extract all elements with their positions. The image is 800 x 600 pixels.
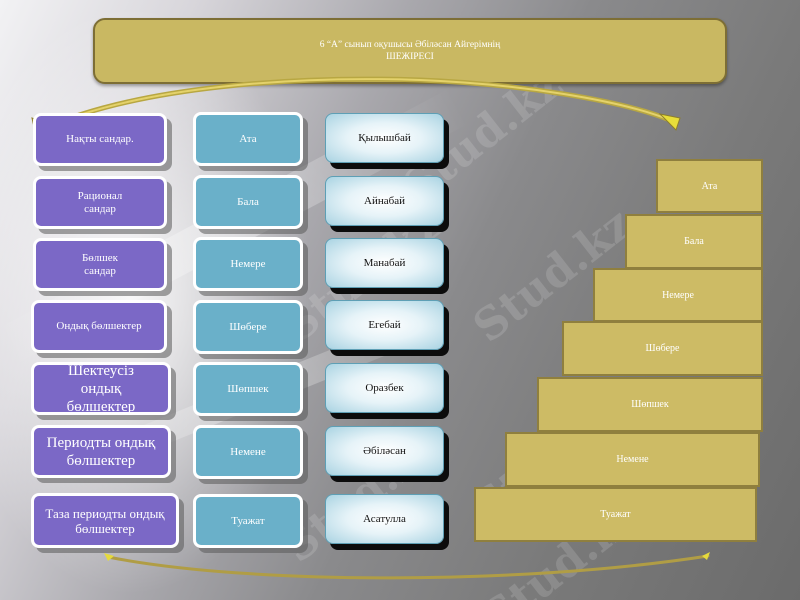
staircase-step: Немере — [593, 268, 763, 322]
staircase-label: Ата — [701, 180, 718, 192]
number-type-box: Периодты ондық бөлшектер — [31, 425, 171, 478]
number-type-box: Рационал сандар — [33, 176, 167, 229]
title-banner: 6 “А” сынып оқушысы Әбіләсан Айгерімнің … — [93, 18, 727, 84]
right-arrowhead-icon — [658, 113, 681, 131]
ancestor-name-box: Қылышбай — [325, 113, 444, 163]
generation-label: Туажат — [231, 515, 265, 527]
number-type-box: Ондық бөлшектер — [31, 300, 167, 353]
generation-label: Бала — [237, 196, 259, 208]
number-type-label: Ондық бөлшектер — [56, 320, 142, 332]
staircase-label: Немере — [662, 289, 694, 301]
staircase-label: Немене — [616, 454, 649, 465]
generation-box: Немере — [193, 237, 303, 291]
staircase-step: Бала — [625, 214, 763, 269]
ancestor-name-box: Айнабай — [325, 176, 444, 226]
ancestor-name: Айнабай — [364, 195, 405, 207]
generation-label: Ата — [239, 133, 257, 145]
generation-label: Шөбере — [229, 321, 267, 333]
ancestor-name: Егебай — [368, 319, 401, 331]
generation-box: Туажат — [193, 494, 303, 548]
ancestor-name-box: Манабай — [325, 238, 444, 288]
staircase-label: Бала — [684, 236, 704, 247]
ancestor-name: Оразбек — [365, 382, 404, 394]
staircase-label: Шөбере — [645, 343, 680, 354]
number-type-box: Таза периодты ондық бөлшектер — [31, 493, 179, 548]
generation-box: Ата — [193, 112, 303, 166]
generation-label: Немере — [230, 258, 266, 270]
number-type-label: Таза периодты ондық бөлшектер — [45, 505, 165, 536]
generation-box: Шөбере — [193, 300, 303, 354]
ancestor-name-box: Оразбек — [325, 363, 444, 413]
staircase-step: Шөбере — [562, 321, 763, 376]
ancestor-name: Әбіләсан — [363, 445, 406, 457]
number-type-label: Шектеусіз ондық бөлшектер — [66, 362, 136, 415]
staircase-step: Туажат — [474, 487, 757, 542]
generation-label: Немене — [230, 446, 266, 458]
generation-box: Шөпшек — [193, 362, 303, 416]
number-type-box: Бөлшек сандар — [33, 238, 167, 291]
number-type-label: Нақты сандар. — [66, 133, 134, 145]
ancestor-name: Қылышбай — [358, 132, 411, 144]
generation-label: Шөпшек — [227, 383, 269, 395]
ancestor-name-box: Әбіләсан — [325, 426, 444, 476]
staircase-label: Туажат — [600, 509, 631, 520]
generation-box: Немене — [193, 425, 303, 479]
number-type-box: Нақты сандар. — [33, 113, 167, 166]
staircase-label: Шөпшек — [631, 399, 669, 410]
bottom-arc — [106, 554, 710, 580]
bottom-right-arrowhead-icon — [702, 552, 710, 560]
number-type-label: Бөлшек сандар — [81, 251, 118, 277]
staircase-step: Шөпшек — [537, 377, 763, 432]
ancestor-name: Асатулла — [363, 513, 406, 525]
staircase-step: Ата — [656, 159, 763, 213]
number-type-label: Периодты ондық бөлшектер — [46, 434, 156, 469]
bottom-left-arrowhead-icon — [104, 553, 114, 561]
staircase-step: Немене — [505, 432, 760, 487]
ancestor-name: Манабай — [363, 257, 406, 269]
number-type-label: Рационал сандар — [77, 189, 123, 215]
title-line-2: ШЕЖІРЕСІ — [386, 52, 434, 62]
number-type-box: Шектеусіз ондық бөлшектер — [31, 362, 171, 415]
title-line-1: 6 “А” сынып оқушысы Әбіләсан Айгерімнің — [319, 40, 501, 50]
ancestor-name-box: Асатулла — [325, 494, 444, 544]
generation-box: Бала — [193, 175, 303, 229]
ancestor-name-box: Егебай — [325, 300, 444, 350]
